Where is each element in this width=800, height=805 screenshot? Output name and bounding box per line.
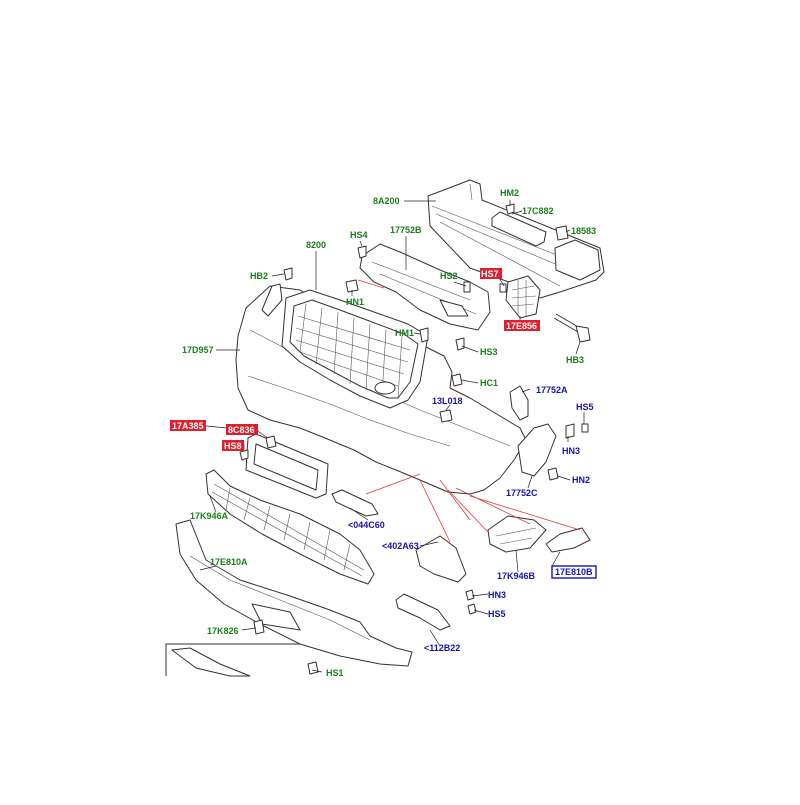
label-17a385: 17A385	[172, 421, 204, 431]
label-402a63: <402A63	[382, 541, 419, 551]
box-17e810b	[551, 565, 597, 579]
label-8200: 8200	[306, 240, 326, 250]
sensor-13l018	[439, 409, 453, 423]
label-044c60: <044C60	[348, 520, 385, 530]
label-17k946a: 17K946A	[190, 511, 229, 521]
label-hs1: HS1	[326, 668, 344, 678]
label-17752c: 17752C	[506, 488, 538, 498]
label-8c836: 8C836	[228, 425, 255, 435]
label-hn3: HN3	[562, 446, 580, 456]
bracket-17752c	[517, 423, 557, 477]
screw-hs5	[581, 423, 589, 433]
inset-part	[171, 647, 251, 677]
highlight-17a385	[170, 420, 206, 431]
label-hb2: HB2	[250, 271, 268, 281]
label-17752b: 17752B	[390, 225, 422, 235]
label-17k826: 17K826	[207, 626, 239, 636]
bracket-hc1	[451, 373, 463, 387]
corner-insert-402a63	[415, 535, 467, 583]
screw-hs5-lower	[467, 603, 477, 615]
label-8a200: 8A200	[373, 196, 400, 206]
upper-carrier	[359, 243, 491, 331]
label-hn3-lower: HN3	[488, 590, 506, 600]
screw-hs1	[307, 661, 319, 675]
bracket-17c882	[491, 211, 547, 247]
fog-surround	[487, 515, 547, 553]
clip-hn3	[565, 423, 575, 439]
clip-8c836	[265, 435, 277, 449]
label-hc1: HC1	[480, 378, 498, 388]
highlight-17e856	[504, 320, 540, 331]
reference-lines	[357, 279, 581, 543]
leader-lines	[199, 200, 585, 673]
label-hn1: HN1	[346, 297, 364, 307]
label-hm1: HM1	[395, 328, 414, 338]
label-18583: 18583	[571, 226, 596, 236]
licence-plate-bracket	[245, 433, 329, 499]
lower-grille	[205, 469, 375, 585]
label-hs5: HS5	[576, 402, 594, 412]
screw-hs2	[463, 281, 471, 293]
label-hs5-lower: HS5	[488, 609, 506, 619]
label-hm2: HM2	[500, 188, 519, 198]
label-17e856: 17E856	[506, 321, 537, 331]
label-hs3: HS3	[480, 347, 498, 357]
clip-hn1	[345, 279, 359, 293]
label-hs7: HS7	[481, 269, 499, 279]
label-17752a: 17752A	[536, 385, 568, 395]
reinforcement-beam	[427, 179, 605, 299]
label-112b22: <112B22	[424, 643, 460, 653]
highlight-8c836	[226, 424, 258, 435]
trim-112b22	[395, 593, 451, 631]
blade-17e810b	[545, 527, 591, 553]
vent-grille	[505, 275, 541, 319]
label-17c882: 17C882	[522, 206, 554, 216]
highlight-hs8	[222, 440, 244, 451]
label-hs2: HS2	[440, 271, 458, 281]
screw-hs3	[455, 337, 465, 351]
bracket-17752a	[509, 385, 529, 421]
label-hs8: HS8	[224, 441, 242, 451]
highlight-hs7	[480, 268, 502, 279]
label-17e810a: 17E810A	[210, 557, 248, 567]
trim-044c60	[331, 489, 379, 517]
screw-hs8	[239, 449, 249, 461]
label-hs4: HS4	[350, 230, 368, 240]
screw-hs4	[357, 245, 367, 259]
label-17k946b: 17K946B	[497, 571, 536, 581]
clip-hm1	[419, 327, 429, 343]
label-13l018: 13L018	[432, 396, 463, 406]
clip-18583	[555, 225, 569, 241]
screw-hm2	[505, 203, 515, 215]
screw-hn3-lower	[465, 589, 475, 601]
clip-hn2	[547, 467, 559, 481]
lower-inset-frame	[165, 643, 300, 676]
radiator-grille	[281, 289, 429, 409]
label-17d957: 17D957	[182, 345, 214, 355]
undertray	[175, 519, 413, 667]
label-17e810b: 17E810B	[555, 567, 593, 577]
label-hn2: HN2	[572, 475, 590, 485]
screw-hs7	[499, 283, 507, 293]
screw-hb2	[283, 267, 293, 281]
label-hb3: HB3	[566, 355, 584, 365]
bolt-hb3	[553, 313, 591, 343]
